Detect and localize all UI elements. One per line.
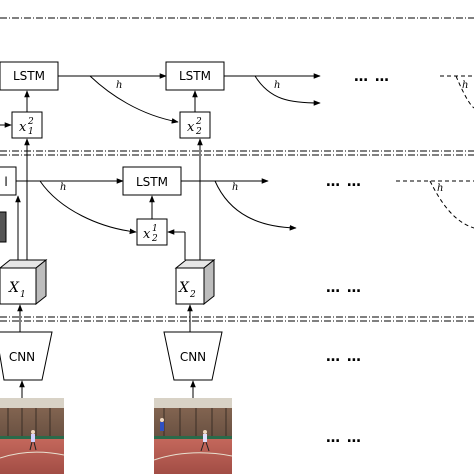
top-input-1-base: x bbox=[19, 120, 27, 135]
bottom-input-2-base: x bbox=[143, 227, 151, 242]
top-lstm-cell-2-label: LSTM bbox=[179, 69, 211, 83]
feature-cube-2-sub: 2 bbox=[189, 290, 196, 300]
bottom-h-label-3: h bbox=[437, 183, 443, 194]
top-layer-ellipsis: … … bbox=[354, 69, 390, 85]
top-dashed-curve bbox=[455, 75, 474, 109]
bottom-h-label-1: h bbox=[60, 182, 66, 193]
bottom-input-2-sup: 1 bbox=[152, 224, 158, 234]
top-curved-h-arrow-2 bbox=[254, 75, 321, 106]
bottom-curved-h-arrow-2 bbox=[214, 180, 297, 231]
top-input-2-base: x bbox=[187, 120, 195, 135]
top-input-1-sub: 1 bbox=[28, 127, 34, 137]
bottom-input-box-2 bbox=[136, 218, 168, 246]
top-curved-h-arrow-1 bbox=[89, 75, 179, 124]
feature-cube-1 bbox=[0, 258, 48, 306]
frames-ellipsis: … … bbox=[326, 430, 362, 446]
top-h-label-2: h bbox=[274, 80, 280, 91]
bottom-layer-ellipsis: … … bbox=[326, 174, 362, 190]
top-input-box-2 bbox=[179, 111, 211, 139]
feature-ellipsis: … … bbox=[326, 280, 362, 296]
top-input-2-sup: 2 bbox=[195, 117, 202, 127]
layer-separators bbox=[0, 17, 474, 322]
top-input-box-1 bbox=[11, 111, 43, 139]
cnn-blocks: CNN CNN … … bbox=[0, 304, 362, 381]
video-frame-1 bbox=[0, 398, 65, 474]
top-lstm-cell-1 bbox=[0, 61, 59, 91]
bottom-lstm-cell-1 bbox=[0, 166, 17, 196]
top-h-label-1: h bbox=[116, 80, 122, 91]
cnn-block-1 bbox=[0, 331, 53, 381]
bottom-lstm-cell-1-label: l bbox=[4, 175, 7, 189]
top-input-2-sub: 2 bbox=[195, 127, 202, 137]
bottom-lstm-cell-2-label: LSTM bbox=[136, 175, 168, 189]
feature-cube-2 bbox=[174, 258, 216, 306]
feature-cube-1-sub: 1 bbox=[20, 290, 26, 300]
top-h-label-3: h bbox=[462, 80, 468, 91]
top-lstm-layer: LSTM LSTM h h x 2 1 x 2 2 … … h bbox=[0, 61, 474, 139]
top-lstm-cell-1-label: LSTM bbox=[13, 69, 45, 83]
cnn-block-1-label: CNN bbox=[9, 350, 35, 364]
bottom-left-partial-box bbox=[0, 211, 7, 243]
bottom-curved-h-arrow-1 bbox=[39, 180, 137, 235]
video-frame-2 bbox=[153, 398, 233, 474]
cnn-block-2 bbox=[163, 331, 223, 381]
bottom-input-2-sub: 2 bbox=[151, 234, 158, 244]
feature-cube-2-base: X bbox=[178, 280, 190, 296]
feature-cube-1-base: X bbox=[8, 280, 20, 296]
input-frames: … … bbox=[0, 380, 362, 474]
cnn-block-2-label: CNN bbox=[180, 350, 206, 364]
bottom-h-label-2: h bbox=[232, 182, 238, 193]
cnn-ellipsis: … … bbox=[326, 349, 362, 365]
bottom-lstm-layer: l LSTM h h x 1 2 … … h bbox=[0, 166, 474, 246]
top-input-1-sup: 2 bbox=[27, 117, 34, 127]
feature-cubes: X 1 X 2 … … bbox=[0, 138, 362, 306]
top-lstm-cell-2 bbox=[165, 61, 225, 91]
bottom-dashed-curve bbox=[429, 180, 474, 229]
bottom-lstm-cell-2 bbox=[122, 166, 182, 196]
